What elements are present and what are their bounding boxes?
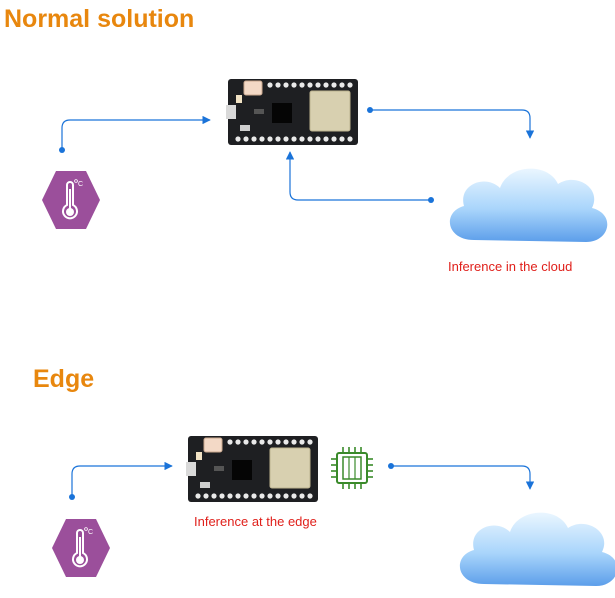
edge-board-microcontroller-icon (185, 435, 319, 503)
edge-sensor-to-board-connector (69, 461, 173, 500)
board-to-cloud-connector (367, 107, 535, 139)
sensor-to-board-connector (59, 115, 211, 153)
normal-sensor-thermometer-icon (41, 170, 101, 230)
cloud-inference-caption: Inference in the cloud (448, 259, 573, 274)
edge-cloud-icon (459, 512, 615, 586)
cloud-to-board-connector (285, 151, 434, 203)
edge-chip-to-cloud-connector (388, 463, 535, 490)
normal-board-microcontroller-icon (225, 78, 359, 146)
normal-solution-title: Normal solution (4, 5, 195, 33)
edge-inference-caption: Inference at the edge (194, 514, 317, 529)
edge-ai-chip-icon (331, 447, 373, 489)
edge-title: Edge (33, 365, 95, 393)
edge-sensor-thermometer-icon (51, 518, 111, 578)
normal-cloud-icon (449, 168, 608, 242)
